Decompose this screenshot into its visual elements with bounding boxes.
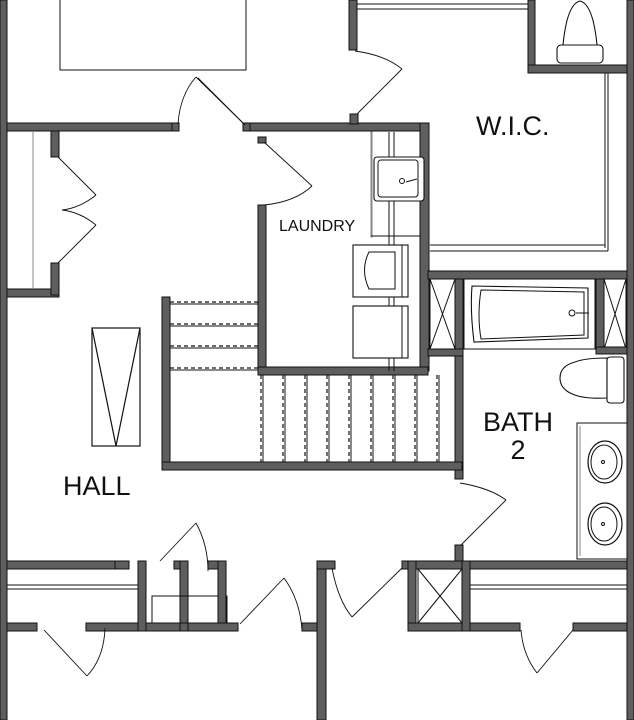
wall-hall-top-left — [6, 122, 180, 132]
toilet-icon — [556, 0, 604, 64]
chase-icon — [429, 278, 456, 350]
room-label-bath-2: BATH 2 — [482, 407, 553, 466]
wall-right-exterior — [626, 0, 634, 720]
wall-hall-top-mid — [242, 122, 429, 132]
bed-outline — [59, 0, 247, 71]
vanity-counter — [576, 422, 628, 560]
door-leaf-laundry — [263, 141, 313, 187]
wall-laundry-left — [257, 204, 267, 372]
wall-toilet-room — [527, 0, 536, 73]
chase-icon-2 — [603, 278, 627, 350]
room-label-laundry: LAUNDRY — [279, 218, 356, 235]
door-swing-bedroom — [177, 76, 197, 125]
wall-bath-top — [427, 270, 628, 280]
wall-center-vertical — [316, 560, 327, 720]
wall-bottom-right — [401, 560, 628, 570]
wall-bottom-left — [6, 560, 130, 570]
door-swing-bath — [459, 482, 507, 501]
toilet-icon-bath — [559, 356, 625, 404]
wall-left-exterior — [0, 0, 8, 720]
stair-rail-left — [161, 296, 171, 470]
door-leaf-bath — [459, 499, 507, 547]
washer-icon — [352, 305, 409, 359]
sink-icon-1 — [587, 440, 623, 484]
wall-laundry-bottom — [257, 366, 429, 376]
closet-bifold-doors — [57, 156, 97, 264]
room-label-hall: HALL — [63, 471, 131, 501]
attic-access-icon — [91, 327, 141, 447]
laundry-sink-icon — [373, 156, 425, 202]
stairs-icon — [170, 301, 440, 462]
door-swing-wic — [354, 50, 403, 70]
dryer-icon — [352, 244, 409, 298]
sink-icon-2 — [587, 502, 623, 546]
wall-wic-left — [348, 0, 358, 51]
stair-rail-bottom — [161, 461, 463, 471]
door-swing-laundry — [263, 185, 313, 206]
bathtub-icon — [463, 278, 596, 350]
chase-icon-3 — [417, 568, 463, 624]
room-label-wic: W.I.C. — [476, 111, 550, 141]
